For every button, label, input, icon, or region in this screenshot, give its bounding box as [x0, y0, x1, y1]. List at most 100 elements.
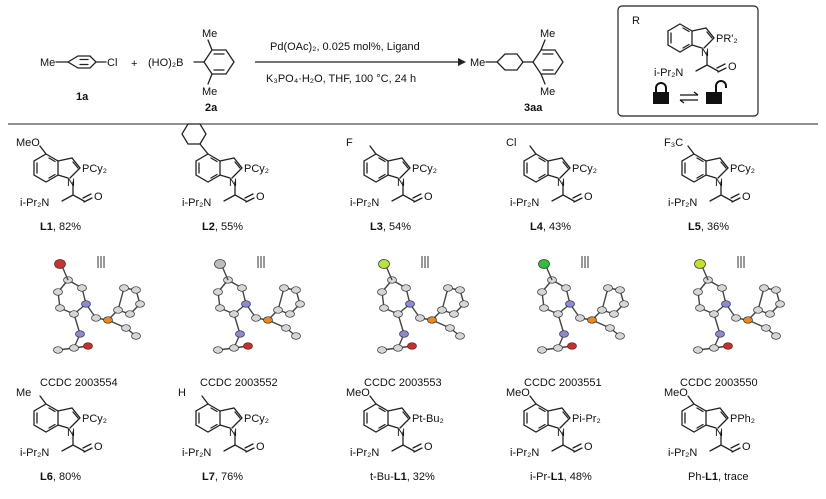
carbon-atom	[215, 304, 225, 312]
ligand-phosphine: Pi-Pr₂	[572, 413, 601, 425]
ligand-substituent: F₃C	[664, 137, 683, 149]
nitrogen-atom	[405, 300, 415, 308]
substituent-atom	[378, 259, 390, 269]
carbon-atom	[603, 284, 613, 292]
ligand-amine: i-Pr₂N	[510, 447, 539, 459]
crystal-structure-3: CCDC 2003553	[364, 256, 469, 389]
ligand-amine: i-Pr₂N	[510, 197, 539, 209]
ligand-o: O	[584, 441, 593, 453]
plus-sign: +	[131, 58, 137, 70]
carbon-atom	[213, 346, 223, 354]
reactant1-label: 1a	[76, 91, 89, 103]
carbon-atom	[53, 346, 63, 354]
nitrogen-atom	[399, 330, 409, 338]
carbon-atom	[291, 332, 301, 340]
ligand-amine: i-Pr₂N	[182, 197, 211, 209]
carbon-atom	[575, 314, 585, 322]
ligand-n: N	[229, 177, 237, 189]
carbon-atom	[91, 314, 101, 322]
ligand-ligands_row1-2: PCy₂ N Oi-Pr₂N L2, 55%	[181, 123, 269, 233]
carbon-atom	[761, 324, 771, 332]
carbon-atom	[693, 346, 703, 354]
substituent-atom	[54, 259, 66, 269]
ccdc-label: CCDC 2003554	[40, 377, 118, 389]
ligand-amine: i-Pr₂N	[182, 447, 211, 459]
carbon-atom	[415, 314, 425, 322]
reactant2-label: 2a	[205, 102, 218, 114]
carbon-atom	[131, 332, 141, 340]
phenyl-ring	[181, 123, 207, 145]
ligand-o: O	[256, 191, 265, 203]
carbon-atom	[281, 324, 291, 332]
carbon-atom	[561, 284, 571, 292]
indole-skeleton	[195, 403, 255, 453]
carbon-atom	[537, 288, 547, 296]
indole-skeleton	[523, 153, 583, 203]
ligand-phosphine: PCy₂	[82, 163, 107, 175]
general-ligand-box: R PR'₂ N O i-Pr₂N	[617, 5, 759, 117]
crystal-structure-4: CCDC 2003551	[524, 256, 629, 389]
conditions-line-2: K₃PO₄·H₂O, THF, 100 °C, 24 h	[266, 73, 416, 85]
general-o: O	[728, 61, 737, 73]
carbon-atom	[455, 332, 465, 340]
ligand-caption: L2, 55%	[202, 221, 243, 233]
ligand-o: O	[94, 441, 103, 453]
ligand-phosphine: PCy₂	[572, 163, 597, 175]
ligand-o: O	[424, 191, 433, 203]
crystal-structure-2: CCDC 2003552	[200, 256, 305, 389]
ligand-o: O	[742, 441, 751, 453]
nitrogen-atom	[715, 330, 725, 338]
carbon-atom	[537, 346, 547, 354]
ligand-substituent: Cl	[506, 137, 516, 149]
ligand-phosphine: PCy₂	[412, 163, 437, 175]
ligand-phosphine: PCy₂	[244, 163, 269, 175]
carbon-atom	[285, 310, 295, 318]
carbon-atom	[291, 286, 301, 294]
ligand-o: O	[256, 441, 265, 453]
carbon-atom	[125, 310, 135, 318]
reactant2-me-top: Me	[202, 28, 217, 40]
ligand-caption: L1, 82%	[40, 221, 81, 233]
phosphorus-atom	[427, 316, 437, 324]
nitrogen-atom	[75, 330, 85, 338]
carbon-atom	[229, 310, 239, 318]
carbon-atom	[229, 344, 239, 352]
carbon-atom	[753, 306, 763, 314]
oxygen-atom	[723, 342, 733, 350]
product-me-top: Me	[540, 28, 555, 40]
ligand-n: N	[229, 427, 237, 439]
product-ring-1	[496, 53, 524, 71]
carbon-atom	[377, 346, 387, 354]
carbon-atom	[553, 344, 563, 352]
phosphorus-atom	[103, 316, 113, 324]
ccdc-label: CCDC 2003550	[680, 377, 758, 389]
ccdc-label: CCDC 2003553	[364, 377, 442, 389]
carbon-atom	[615, 332, 625, 340]
carbon-atom	[445, 324, 455, 332]
oxygen-atom	[567, 342, 577, 350]
ligand-substituent: F	[346, 137, 353, 149]
benzene-double-bonds	[79, 58, 89, 66]
carbon-atom	[771, 332, 781, 340]
carbon-atom	[709, 344, 719, 352]
nitrogen-atom	[559, 330, 569, 338]
ligand-substituent: Me	[16, 387, 31, 399]
equivalence-marker	[581, 256, 589, 268]
product-bonds	[485, 39, 554, 85]
carbon-atom	[619, 300, 629, 308]
ligand-n: N	[67, 427, 75, 439]
carbon-atom	[213, 288, 223, 296]
oxygen-atom	[407, 342, 417, 350]
product-me-bottom: Me	[540, 86, 555, 98]
ligand-substituent: MeO	[16, 137, 40, 149]
carbon-atom	[615, 286, 625, 294]
ligand-amine: i-Pr₂N	[350, 447, 379, 459]
aryl-double-bonds	[213, 53, 225, 71]
ligand-o: O	[584, 191, 593, 203]
